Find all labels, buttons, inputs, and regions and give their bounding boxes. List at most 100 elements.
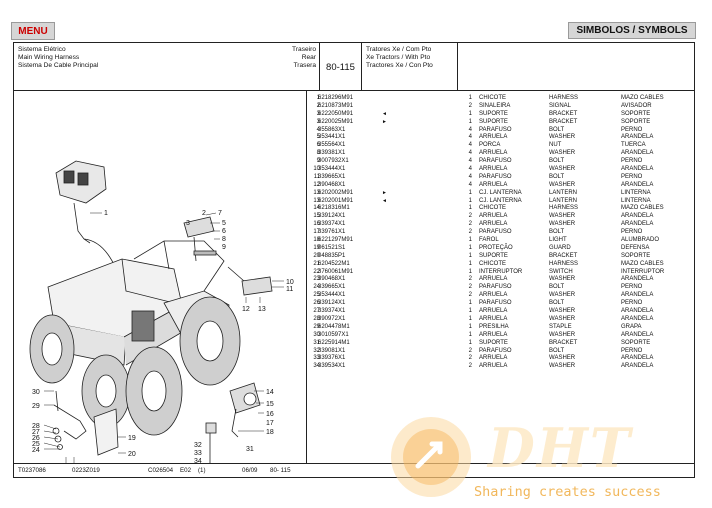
callout-16: 16 [266,411,274,418]
part-name-es: ARANDELA [621,134,654,141]
part-name-pt: PARAFUSO [479,126,512,133]
callout-31: 31 [246,446,254,453]
part-item-number: 21 [313,260,320,267]
part-quantity: 2 [468,102,472,109]
callout-27: 27 [32,429,40,436]
part-quantity: 1 [468,308,472,315]
part-quantity: 1 [468,95,472,101]
part-item-number: 5 [316,134,320,141]
part-reference: 339665X1 [318,284,346,291]
callout-26: 26 [32,435,40,442]
part-quantity: 4 [468,142,472,149]
callout-9: 9 [222,244,226,251]
part-item-number: 3 [316,110,320,117]
part-item-number: 13 [313,197,320,204]
part-name-en: WASHER [549,276,576,283]
tractor-wiring-illustration: 1 7 5 6 8 9 2 3 10 11 12 13 14 15 16 17 … [29,160,294,463]
part-reference: 6204478M1 [318,323,350,330]
part-item-number: 17 [313,229,320,236]
part-name-pt: PARAFUSO [479,173,512,180]
symbols-button[interactable]: SIMBOLOS / SYMBOLS [568,22,696,39]
callout-29: 29 [32,403,40,410]
part-reference: 6222050M91 [318,110,354,117]
part-name-es: PERNO [621,347,643,354]
part-name-en: SIGNAL [549,102,572,109]
part-name-pt: PARAFUSO [479,229,512,236]
part-name-en: WASHER [549,315,576,322]
menu-button[interactable]: MENU [11,22,55,40]
part-item-number: 32 [313,347,320,354]
part-item-number: 2 [316,102,320,109]
part-reference: 339381X1 [318,150,346,157]
part-quantity: 1 [468,197,472,204]
footer-code: 80- 115 [270,467,291,474]
part-name-en: BRACKET [549,339,578,346]
part-name-en: LANTERN [549,189,578,196]
part-quantity: 4 [468,166,472,173]
part-name-es: PERNO [621,173,643,180]
part-reference: 390468X1 [318,276,346,283]
part-name-pt: ARRUELA [479,355,508,362]
callout-8: 8 [222,236,226,243]
part-name-en: BRACKET [549,118,578,125]
part-name-es: ARANDELA [621,363,654,370]
footer-ref3: C026504 [148,467,174,474]
callout-30: 30 [32,389,40,396]
part-reference: 6218296M91 [318,95,354,101]
part-name-en: HARNESS [549,95,579,101]
part-reference: 339665X1 [318,173,346,180]
callout-28: 28 [32,423,40,430]
callout-17: 17 [266,420,274,427]
callout-5: 5 [222,220,226,227]
part-name-en: WASHER [549,166,576,173]
callout-10: 10 [286,279,294,286]
part-name-en: BOLT [549,158,565,165]
part-name-pt: CHICOTE [479,260,506,267]
part-quantity: 1 [468,339,472,346]
part-quantity: 1 [468,300,472,307]
part-reference: 6204522M1 [318,260,350,267]
part-name-pt: PROTEÇÃO [479,244,513,251]
part-name-pt: ARRUELA [479,134,508,141]
part-name-es: ARANDELA [621,331,654,338]
part-quantity: 2 [468,284,472,291]
part-name-pt: PARAFUSO [479,347,512,354]
part-item-number: 23 [313,276,320,283]
footer-ref1: T0237086 [18,467,46,474]
part-reference: 339124X1 [318,213,346,220]
callout-14: 14 [266,389,274,396]
part-name-es: ARANDELA [621,308,654,315]
part-name-es: ALUMBRADO [621,237,660,244]
part-item-number: 11 [313,173,320,180]
part-reference: 6202002M91 [318,189,354,196]
part-item-number: 25 [313,292,320,299]
part-name-en: BOLT [549,347,565,354]
part-name-es: ARANDELA [621,355,654,362]
part-name-en: BRACKET [549,252,578,259]
part-name-es: AVISADOR [621,102,652,109]
header-title-block: Sistema Elétrico Main Wiring Harness Sis… [14,43,320,91]
part-quantity: 2 [468,355,472,362]
part-item-number: 10 [313,166,320,173]
part-name-en: WASHER [549,292,576,299]
part-reference: 048835P1 [318,252,346,259]
watermark-tagline: Sharing creates success [474,484,661,500]
part-name-es: ARANDELA [621,166,654,173]
part-name-pt: ARRUELA [479,363,508,370]
part-quantity: 1 [468,252,472,259]
part-name-es: ARANDELA [621,221,654,228]
part-name-en: WASHER [549,363,576,370]
part-reference: 390468X1 [318,181,346,188]
part-name-en: NUT [549,142,562,149]
part-item-number: 24 [313,284,320,291]
